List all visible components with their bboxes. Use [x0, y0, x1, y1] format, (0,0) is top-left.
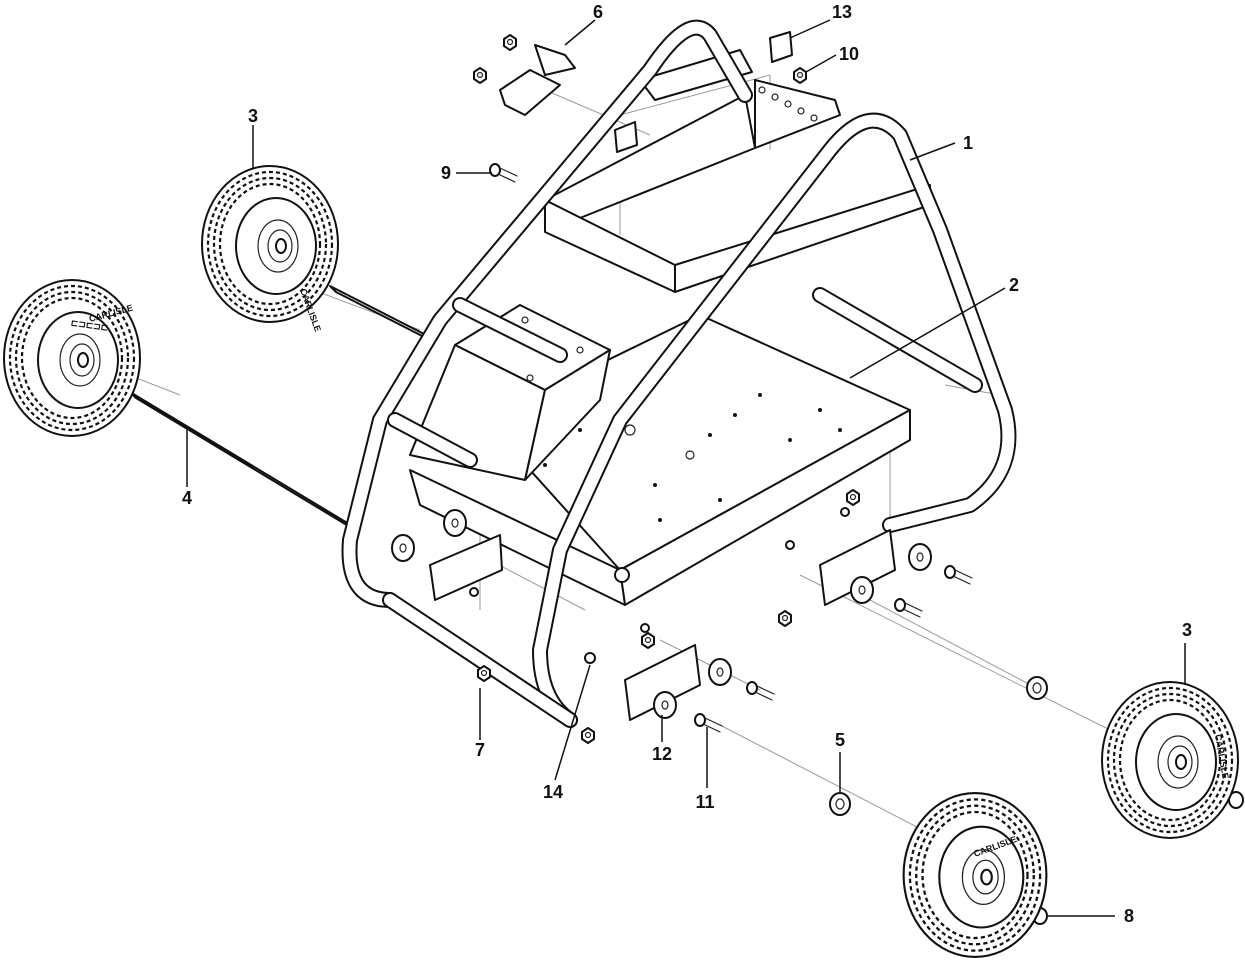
callout-13: 13	[832, 2, 852, 22]
hub-cap	[1032, 791, 1244, 925]
callout-9: 9	[441, 163, 451, 183]
front-left-wheel	[902, 791, 1048, 959]
callout-6: 6	[593, 2, 603, 22]
tubular-frame	[341, 19, 1017, 728]
callout-7: 7	[475, 740, 485, 760]
callout-4: 4	[182, 488, 192, 508]
callout-labels: 1 2 3 3 4 5 6 7 8 9 10 11 12 13 14	[182, 2, 1192, 926]
callout-10: 10	[839, 44, 859, 64]
axle-bracket-left	[624, 644, 701, 721]
callout-1: 1	[963, 133, 973, 153]
rear-axle-bracket	[391, 509, 503, 601]
rear-left-wheel: ⊏⊐⊏⊐⊏	[2, 278, 142, 438]
callout-11: 11	[695, 792, 714, 812]
callout-12: 12	[652, 744, 672, 764]
callout-3-rear: 3	[248, 106, 258, 126]
callout-2: 2	[1009, 275, 1019, 295]
callout-14: 14	[543, 782, 563, 802]
leader-lines	[186, 19, 1186, 917]
mounting-clip	[499, 31, 793, 153]
callout-8: 8	[1124, 906, 1134, 926]
axle-bracket-right	[819, 529, 932, 606]
bushing	[829, 676, 1048, 816]
rear-right-wheel	[200, 164, 340, 324]
callout-3-front: 3	[1182, 620, 1192, 640]
callout-5: 5	[835, 730, 845, 750]
hardware	[469, 34, 973, 744]
